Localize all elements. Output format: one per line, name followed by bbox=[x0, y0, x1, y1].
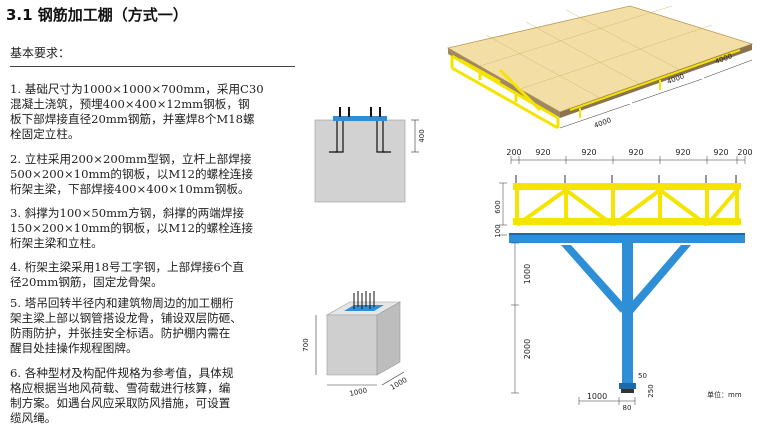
unit-note: 单位：mm bbox=[707, 390, 742, 399]
block-width-label-2: 1000 bbox=[389, 376, 408, 392]
requirements-heading: 基本要求： bbox=[10, 46, 71, 60]
block-front bbox=[326, 314, 378, 376]
anchor-bolts bbox=[339, 107, 381, 117]
bottom-left-label: 1000 bbox=[587, 392, 607, 401]
top-dim-3: 920 bbox=[628, 148, 643, 157]
block-side bbox=[376, 301, 401, 376]
section-dimension-line bbox=[411, 119, 419, 153]
heading-divider bbox=[10, 66, 295, 67]
foundation-section-diagram: 400 bbox=[314, 107, 426, 203]
top-dim-0: 200 bbox=[506, 148, 521, 157]
top-dim-4: 920 bbox=[675, 148, 690, 157]
column-height-dimension bbox=[511, 242, 519, 394]
requirement-item-4: 4. 桁架主梁采用18号工字钢，上部焊接6个直径20mm钢筋，固定龙骨架。 bbox=[10, 260, 244, 289]
top-dim-1: 920 bbox=[535, 148, 550, 157]
embedded-plate bbox=[333, 116, 387, 121]
shed-dim-a: 4000 bbox=[593, 116, 612, 130]
shed-yellow-frame bbox=[450, 54, 560, 130]
block-width-label-1: 1000 bbox=[349, 386, 368, 398]
requirement-item-5: 5. 塔吊回转半径内和建筑物周边的加工棚桁架主梁上部以钢管搭设龙骨，铺设双层防砸… bbox=[10, 296, 242, 355]
concrete-block bbox=[314, 119, 406, 203]
top-dimension-line bbox=[510, 156, 746, 164]
blue-column-assembly bbox=[561, 243, 691, 393]
yellow-truss bbox=[513, 175, 741, 227]
anchor-rebars bbox=[329, 121, 391, 153]
shed-3d-diagram: 4000 4000 4000 bbox=[446, 5, 754, 130]
upper-column-label: 1000 bbox=[523, 264, 532, 284]
truss-height-dimension bbox=[499, 182, 507, 236]
elevation-diagram: 200 920 920 920 920 920 200 600 100 bbox=[495, 148, 753, 412]
block-bolts bbox=[353, 291, 375, 309]
base-height-label: 250 bbox=[647, 384, 655, 397]
bottom-mid-label: 80 bbox=[623, 404, 632, 412]
requirement-item-6: 6. 各种型材及构配件规格为参考值，具体规格应根据当地风荷载、雪荷载进行核算，编… bbox=[10, 366, 234, 425]
shed-dimension-lines bbox=[559, 59, 753, 129]
foundation-3d-diagram: 700 1000 1000 bbox=[302, 291, 408, 398]
top-dim-5: 920 bbox=[713, 148, 728, 157]
base-top-label: 50 bbox=[638, 372, 647, 380]
shed-roof bbox=[446, 5, 754, 113]
main-i-beam bbox=[509, 233, 745, 243]
block-height-label: 700 bbox=[302, 338, 310, 351]
top-dim-6: 200 bbox=[737, 148, 752, 157]
block-dimension-lines bbox=[315, 315, 405, 386]
beam-height-label: 100 bbox=[495, 224, 502, 237]
truss-height-label: 600 bbox=[495, 200, 502, 213]
section-title: 3.1 钢筋加工棚（方式一） bbox=[6, 6, 188, 24]
shed-side-frame bbox=[569, 49, 741, 118]
lower-column-label: 2000 bbox=[523, 339, 532, 359]
section-dim-label: 400 bbox=[418, 129, 426, 142]
top-dim-2: 920 bbox=[581, 148, 596, 157]
roof-grid bbox=[479, 5, 713, 99]
bottom-dimension-line bbox=[578, 397, 636, 405]
beam-top-flange bbox=[509, 233, 745, 235]
